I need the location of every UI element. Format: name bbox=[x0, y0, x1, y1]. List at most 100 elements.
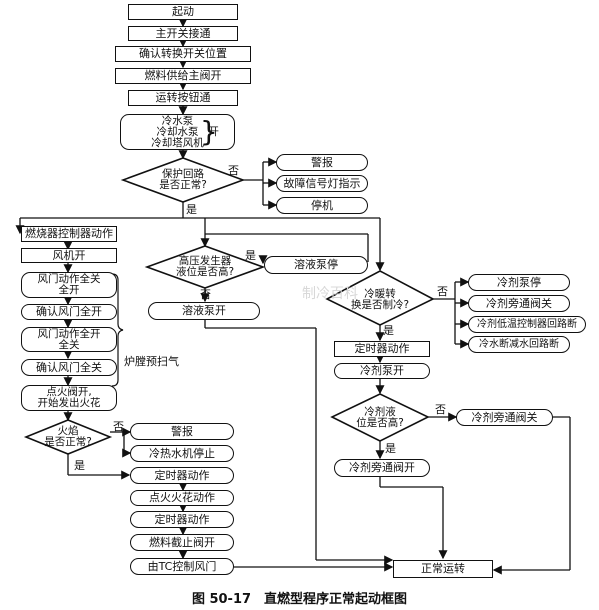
r-pump-on-label: 冷剂泵开 bbox=[360, 364, 404, 377]
r-pump-on-box: 冷剂泵开 bbox=[334, 363, 430, 379]
flame-yes-label: 是 bbox=[74, 459, 85, 472]
r-pump-stop-label: 冷剂泵停 bbox=[497, 275, 541, 289]
fuel-cut-box: 燃料截止阀开 bbox=[130, 534, 234, 551]
protect-yes-label: 是 bbox=[186, 203, 197, 216]
r-bypass-open-box: 冷剂旁通阀开 bbox=[334, 459, 430, 477]
mode-question-line2: 换是否制冷? bbox=[350, 299, 410, 311]
r-bypass-close-label: 冷剂旁通阀关 bbox=[486, 296, 552, 310]
mode-question: 冷暖转 换是否制冷? bbox=[345, 289, 415, 311]
pump-chilled-water-label: 冷水泵 bbox=[161, 114, 194, 127]
hp-question: 高压发生器 液位是否高? bbox=[160, 256, 250, 278]
timer3-label: 定时器动作 bbox=[354, 342, 410, 355]
confirm-switch-box: 确认转换开关位置 bbox=[115, 46, 251, 62]
r-lowtemp-box: 冷剂低温控制器回路断 bbox=[468, 316, 586, 333]
normal-run-box: 正常运转 bbox=[393, 560, 493, 578]
cooling-tower-fan-label: 冷却塔风机 bbox=[151, 136, 204, 149]
main-switch-box: 主开关接通 bbox=[128, 26, 238, 41]
brace-shapes bbox=[111, 273, 124, 387]
run-button-box: 运转按钮通 bbox=[128, 90, 238, 106]
alarm-box: 警报 bbox=[276, 154, 368, 171]
burner-box: 燃烧器控制器动作 bbox=[21, 226, 117, 242]
protect-question-line2: 是否正常? bbox=[159, 179, 207, 191]
protect-question-line1: 保护回路 bbox=[162, 168, 204, 180]
ignite-box: 点火阀开, 开始发出火花 bbox=[21, 385, 117, 411]
run-button-label: 运转按钮通 bbox=[155, 91, 211, 104]
watermark: 制冷百科 bbox=[302, 286, 358, 302]
sol-on-box: 溶液泵开 bbox=[148, 302, 260, 320]
confirm-closed-label: 确认风门全关 bbox=[36, 360, 102, 374]
fuel-cut-label: 燃料截止阀开 bbox=[149, 535, 215, 549]
hp-yes-label: 是 bbox=[245, 249, 256, 262]
fan-on-box: 风机开 bbox=[21, 248, 117, 263]
normal-run-label: 正常运转 bbox=[421, 562, 465, 575]
prepurge-label: 炉膛预扫气 bbox=[124, 355, 179, 368]
burner-label: 燃烧器控制器动作 bbox=[25, 227, 113, 240]
timer1-label: 定时器动作 bbox=[154, 468, 210, 482]
r-level-question-line1: 冷剂液 bbox=[364, 406, 396, 418]
r-level-no-label: 否 bbox=[435, 403, 446, 416]
tc-damper-label: 由TC控制风门 bbox=[147, 559, 217, 573]
hp-question-line1: 高压发生器 bbox=[178, 255, 232, 267]
confirm-switch-label: 确认转换开关位置 bbox=[139, 47, 227, 60]
spark-box: 点火火花动作 bbox=[130, 490, 234, 506]
confirm-open-label: 确认风门全开 bbox=[36, 305, 102, 318]
start-box: 起动 bbox=[128, 4, 238, 20]
mode-question-line1: 冷暖转 bbox=[364, 288, 396, 300]
pump-cooling-water-label: 冷却水泵 bbox=[156, 125, 199, 138]
flame-question-line2: 是否正常? bbox=[44, 436, 92, 448]
alarm-label: 警报 bbox=[311, 155, 333, 169]
damper1-line2: 全开 bbox=[58, 284, 80, 296]
sol-stop-label: 溶液泵停 bbox=[294, 258, 338, 271]
indicator-box: 故障信号灯指示 bbox=[276, 175, 368, 192]
damper1-box: 风门动作全关 全开 bbox=[21, 272, 117, 298]
start-label: 起动 bbox=[172, 5, 194, 18]
stop-label: 停机 bbox=[311, 198, 333, 212]
alarm2-label: 警报 bbox=[171, 424, 193, 438]
refrigerant-level-diamond bbox=[330, 393, 430, 442]
fan-on-label: 风机开 bbox=[52, 248, 86, 262]
mode-yes-label: 是 bbox=[383, 324, 394, 337]
r-bypass-close-box: 冷剂旁通阀关 bbox=[468, 295, 570, 312]
fuel-valve-box: 燃料供给主阀开 bbox=[115, 68, 251, 84]
tc-damper-box: 由TC控制风门 bbox=[130, 558, 234, 575]
figure-caption: 图 50-17 直燃型程序正常起动框图 bbox=[191, 592, 408, 607]
pumps-brace: } bbox=[200, 115, 218, 148]
damper2-line2: 全关 bbox=[58, 338, 80, 351]
r-lowtemp-label: 冷剂低温控制器回路断 bbox=[477, 318, 577, 330]
fuel-valve-label: 燃料供给主阀开 bbox=[144, 69, 222, 82]
alarm2-box: 警报 bbox=[130, 423, 234, 440]
ignite-line2: 开始发出火花 bbox=[37, 397, 101, 409]
hp-no-label: 否 bbox=[200, 288, 211, 301]
spark-label: 点火火花动作 bbox=[149, 491, 215, 504]
cw-cut-label: 冷水断减水回路断 bbox=[479, 338, 559, 350]
flame-question: 火焰 是否正常? bbox=[36, 426, 100, 448]
hp-question-line2: 液位是否高? bbox=[175, 266, 235, 278]
mode-diamond bbox=[325, 270, 435, 326]
protect-no-label: 否 bbox=[228, 164, 239, 177]
sol-on-label: 溶液泵开 bbox=[182, 304, 226, 317]
cool-stop-box: 冷热水机停止 bbox=[130, 445, 234, 462]
timer1-box: 定时器动作 bbox=[130, 467, 234, 484]
r-bypass-close2-box: 冷剂旁通阀关 bbox=[456, 409, 553, 426]
decision-diamonds bbox=[23, 157, 435, 455]
flame-diamond bbox=[23, 419, 113, 455]
damper1-line1: 风门动作全关 bbox=[37, 273, 101, 285]
stop-box: 停机 bbox=[276, 197, 368, 214]
flame-no-label: 否 bbox=[113, 420, 124, 433]
r-bypass-open-label: 冷剂旁通阀开 bbox=[349, 461, 415, 474]
protect-circuit-diamond bbox=[120, 157, 246, 203]
cw-cut-box: 冷水断减水回路断 bbox=[468, 336, 570, 353]
r-level-question-line2: 位是否高? bbox=[356, 417, 404, 429]
damper2-line1: 风门动作全开 bbox=[37, 327, 101, 340]
timer2-label: 定时器动作 bbox=[154, 512, 210, 526]
pumps-box: 冷水泵 冷却水泵 冷却塔风机 bbox=[120, 114, 235, 150]
r-level-question: 冷剂液 位是否高? bbox=[348, 407, 412, 429]
indicator-label: 故障信号灯指示 bbox=[283, 176, 361, 190]
confirm-open-box: 确认风门全开 bbox=[21, 304, 117, 320]
r-pump-stop-box: 冷剂泵停 bbox=[468, 274, 570, 291]
ignite-line1: 点火阀开, bbox=[46, 386, 92, 398]
timer3-box: 定时器动作 bbox=[334, 341, 430, 357]
damper2-box: 风门动作全开 全关 bbox=[21, 327, 117, 352]
main-switch-label: 主开关接通 bbox=[155, 26, 211, 40]
